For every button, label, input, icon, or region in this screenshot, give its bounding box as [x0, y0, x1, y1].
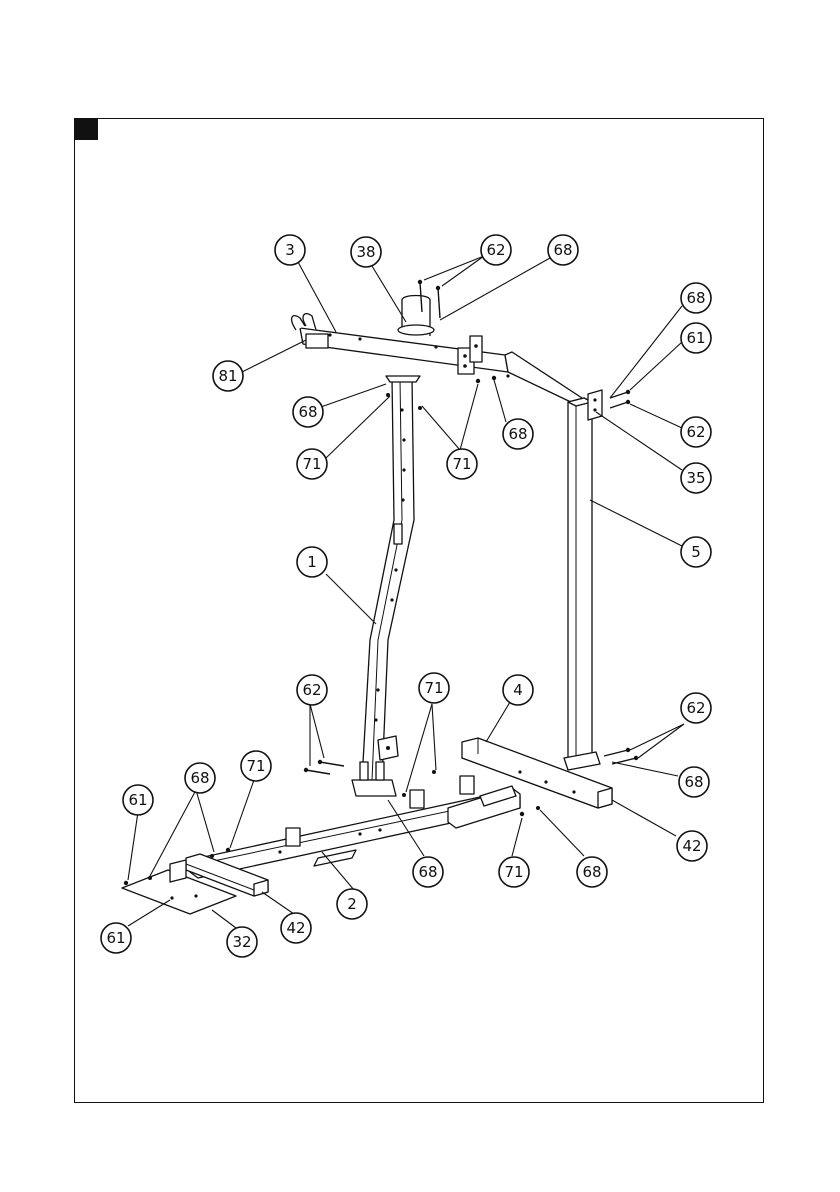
callout-42-left: 42 [281, 913, 311, 943]
svg-text:71: 71 [302, 455, 321, 473]
callout-5: 5 [681, 537, 711, 567]
svg-text:5: 5 [691, 543, 701, 561]
callout-68-bottom-right: 68 [577, 857, 607, 887]
svg-text:62: 62 [486, 241, 505, 259]
svg-text:38: 38 [356, 243, 375, 261]
callout-62-lower-left: 62 [297, 675, 327, 705]
svg-text:61: 61 [106, 929, 125, 947]
callout-68-top: 68 [548, 235, 578, 265]
frame-parts [122, 296, 612, 915]
svg-text:71: 71 [246, 757, 265, 775]
callout-32: 32 [227, 927, 257, 957]
callout-81: 81 [213, 361, 243, 391]
callout-2: 2 [337, 889, 367, 919]
svg-text:81: 81 [218, 367, 237, 385]
callout-62-right: 62 [681, 417, 711, 447]
svg-text:42: 42 [286, 919, 305, 937]
svg-text:35: 35 [686, 469, 705, 487]
part-3-top-crossbar [292, 296, 582, 405]
svg-text:2: 2 [347, 895, 357, 913]
part-1-main-upright [352, 376, 420, 796]
callout-61-left: 61 [123, 785, 153, 815]
callout-71-lower-middle: 71 [419, 673, 449, 703]
svg-text:68: 68 [684, 773, 703, 791]
svg-text:62: 62 [686, 423, 705, 441]
callout-61-bottom-left: 61 [101, 923, 131, 953]
svg-text:68: 68 [298, 403, 317, 421]
callout-68-right-top: 68 [681, 283, 711, 313]
svg-text:71: 71 [452, 455, 471, 473]
part-5-right-post [564, 390, 602, 770]
svg-text:62: 62 [686, 699, 705, 717]
svg-text:68: 68 [190, 769, 209, 787]
callout-35: 35 [681, 463, 711, 493]
svg-text:68: 68 [508, 425, 527, 443]
callout-61-right: 61 [681, 323, 711, 353]
callout-3: 3 [275, 235, 305, 265]
callout-68-upper-left: 68 [293, 397, 323, 427]
svg-text:3: 3 [285, 241, 295, 259]
callout-71-upper-middle: 71 [447, 449, 477, 479]
callout-62-lower-right: 62 [681, 693, 711, 723]
svg-text:68: 68 [553, 241, 572, 259]
callout-71-left: 71 [241, 751, 271, 781]
svg-text:42: 42 [682, 837, 701, 855]
svg-text:68: 68 [418, 863, 437, 881]
svg-text:61: 61 [686, 329, 705, 347]
callout-1: 1 [297, 547, 327, 577]
callout-38: 38 [351, 237, 381, 267]
callout-68-lower-right: 68 [679, 767, 709, 797]
svg-text:61: 61 [128, 791, 147, 809]
callout-4: 4 [503, 675, 533, 705]
svg-text:62: 62 [302, 681, 321, 699]
callout-68-bottom-middle: 68 [413, 857, 443, 887]
callout-68-left: 68 [185, 763, 215, 793]
callout-62-top: 62 [481, 235, 511, 265]
svg-text:71: 71 [424, 679, 443, 697]
svg-text:32: 32 [232, 933, 251, 951]
callout-68-upper-middle: 68 [503, 419, 533, 449]
svg-text:71: 71 [504, 863, 523, 881]
svg-text:68: 68 [686, 289, 705, 307]
callout-42-right: 42 [677, 831, 707, 861]
callout-71-upper-left: 71 [297, 449, 327, 479]
svg-text:4: 4 [513, 681, 523, 699]
svg-text:68: 68 [582, 863, 601, 881]
svg-text:1: 1 [307, 553, 317, 571]
callout-71-bottom: 71 [499, 857, 529, 887]
